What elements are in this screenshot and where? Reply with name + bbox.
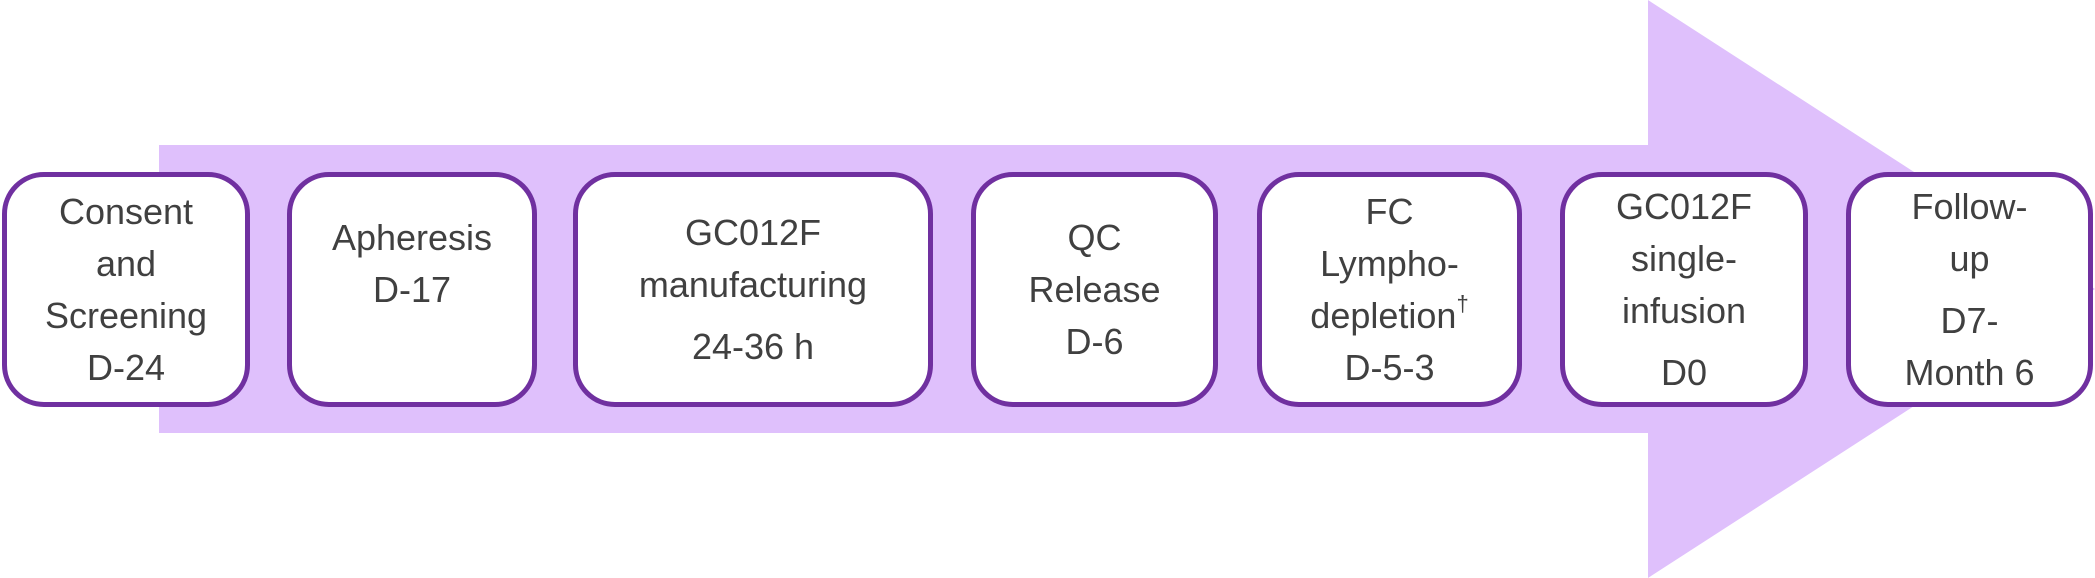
- step-line: Screening: [44, 294, 208, 336]
- step-day: Month 6: [1904, 351, 2035, 393]
- step-day: D-5-3: [1344, 346, 1435, 388]
- step-line-text: depletion: [1310, 294, 1457, 336]
- step-day: D-6: [1065, 320, 1124, 362]
- step-line: up: [1949, 237, 1990, 279]
- step-day: D-17: [372, 268, 452, 310]
- step-line: FC: [1365, 190, 1414, 232]
- step-line: Lympho-: [1320, 242, 1459, 284]
- step-day: D-24: [86, 346, 166, 388]
- step-apheresis: Apheresis D-17: [287, 172, 537, 407]
- step-line: QC: [1067, 216, 1122, 258]
- step-follow-up: Follow- up D7- Month 6: [1846, 172, 2093, 407]
- step-manufacturing: GC012F manufacturing 24-36 h: [573, 172, 933, 407]
- step-lymphodepletion: FC Lympho- depletion† D-5-3: [1257, 172, 1522, 407]
- step-consent-screening: Consent and Screening D-24: [2, 172, 250, 407]
- step-line: single-: [1630, 237, 1738, 279]
- step-line: infusion: [1621, 289, 1747, 331]
- step-qc-release: QC Release D-6: [971, 172, 1218, 407]
- step-day: D0: [1660, 351, 1708, 393]
- step-line: Apheresis: [331, 216, 493, 258]
- step-day: D7-: [1940, 299, 1999, 341]
- step-duration: 24-36 h: [691, 325, 815, 367]
- step-line: and: [95, 242, 157, 284]
- footnote-dagger: †: [1456, 290, 1469, 316]
- step-infusion: GC012F single- infusion D0: [1560, 172, 1808, 407]
- step-line: GC012F: [1615, 185, 1753, 227]
- step-line: depletion†: [1310, 290, 1468, 342]
- step-line: Follow-: [1911, 185, 2028, 227]
- step-line: GC012F: [684, 211, 822, 253]
- step-line: Consent: [58, 190, 194, 232]
- step-line: Release: [1028, 268, 1161, 310]
- step-line: manufacturing: [638, 263, 868, 305]
